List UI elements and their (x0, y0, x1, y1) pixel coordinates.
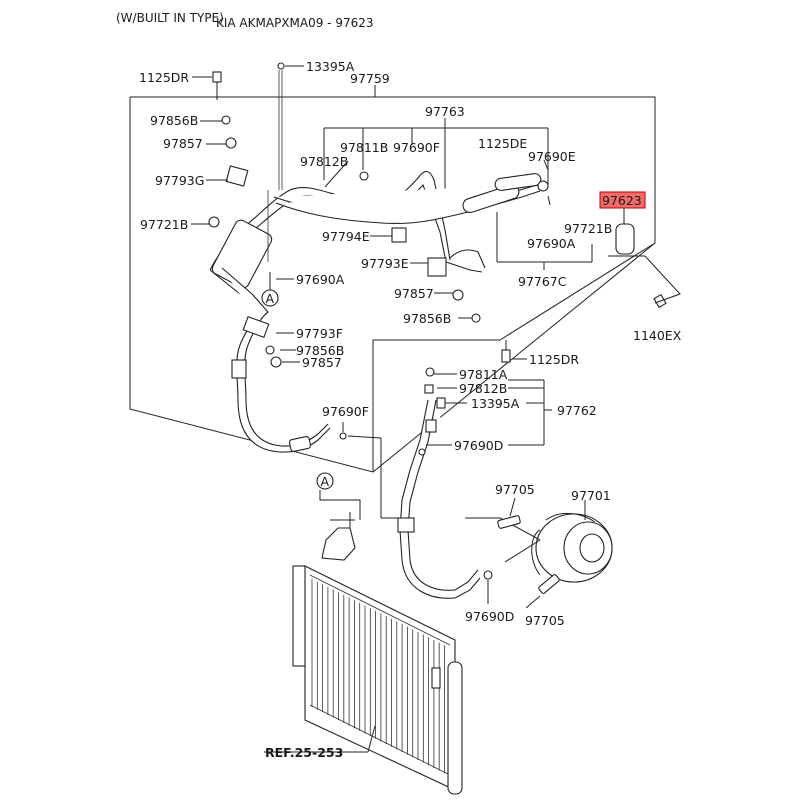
callout-a-upper: A (261, 272, 279, 307)
assembly-frame (129, 96, 656, 473)
bracket-97763 (323, 118, 549, 190)
label-97690D-low: 97690D (465, 609, 514, 624)
compressor-97701 (497, 506, 613, 609)
label-13395A-top: 13395A (306, 59, 355, 74)
callout-a-lower-label: A (321, 474, 330, 489)
label-97721B-right: 97721B (564, 221, 612, 236)
label-97767C: 97767C (518, 274, 567, 289)
label-1125DR-mid: 1125DR (529, 352, 579, 367)
label-97705-top: 97705 (495, 482, 535, 497)
hose-assembly-97759 (209, 165, 549, 453)
highlight-box (599, 191, 646, 209)
label-97690F-top: 97690F (393, 140, 440, 155)
label-13395A-low: 13395A (471, 396, 520, 411)
label-97759: 97759 (350, 71, 390, 86)
label-97793F: 97793F (296, 326, 343, 341)
label-1140EX: 1140EX (633, 328, 682, 343)
label-97857-mid: 97857 (394, 286, 434, 301)
header-title: (W/BUILT IN TYPE) (116, 11, 224, 25)
label-97762: 97762 (557, 403, 597, 418)
label-1125DR-top: 1125DR (139, 70, 189, 85)
callout-a-lower: A (316, 472, 334, 490)
label-97623-highlight: 97623 (602, 193, 642, 208)
condenser (292, 512, 463, 795)
label-97690A-left: 97690A (296, 272, 345, 287)
label-97793E: 97793E (361, 256, 409, 271)
bracket-97767C (496, 212, 593, 270)
receiver-drier-97623 (608, 206, 681, 304)
bracket-97762 (508, 379, 552, 446)
discharge-pipe-97762 (339, 367, 493, 599)
label-97812B-top: 97812B (300, 154, 348, 169)
leaders (191, 65, 551, 753)
label-97857-top: 97857 (163, 136, 203, 151)
label-ref: REF.25-253 (265, 745, 343, 760)
condenser-fins (311, 579, 445, 774)
header: (W/BUILT IN TYPE) KIA AKMAPXMA09 - 97623 (116, 11, 374, 30)
part-labels: 1125DR 13395A 97759 97856B 97763 97857 9… (139, 59, 682, 760)
fasteners (208, 62, 667, 368)
header-subtitle: KIA AKMAPXMA09 - 97623 (216, 16, 374, 30)
label-97856B-mid: 97856B (403, 311, 451, 326)
label-97690A-mid: 97690A (527, 236, 576, 251)
label-97856B-top: 97856B (150, 113, 198, 128)
label-97794E: 97794E (322, 229, 370, 244)
label-97701: 97701 (571, 488, 611, 503)
label-97690D-mid: 97690D (454, 438, 503, 453)
label-97690E: 97690E (528, 149, 576, 164)
label-97857-low: 97857 (302, 355, 342, 370)
label-97705-low: 97705 (525, 613, 565, 628)
label-97811B: 97811B (340, 140, 388, 155)
label-97690F-low: 97690F (322, 404, 369, 419)
label-1125DE: 1125DE (478, 136, 527, 151)
label-97763: 97763 (425, 104, 465, 119)
label-97721B-left: 97721B (140, 217, 188, 232)
label-97812B-low: 97812B (459, 381, 507, 396)
label-97793G: 97793G (155, 173, 204, 188)
label-97856B-low: 97856B (296, 343, 344, 358)
callout-a-upper-label: A (266, 291, 275, 306)
label-97811A: 97811A (459, 367, 508, 382)
